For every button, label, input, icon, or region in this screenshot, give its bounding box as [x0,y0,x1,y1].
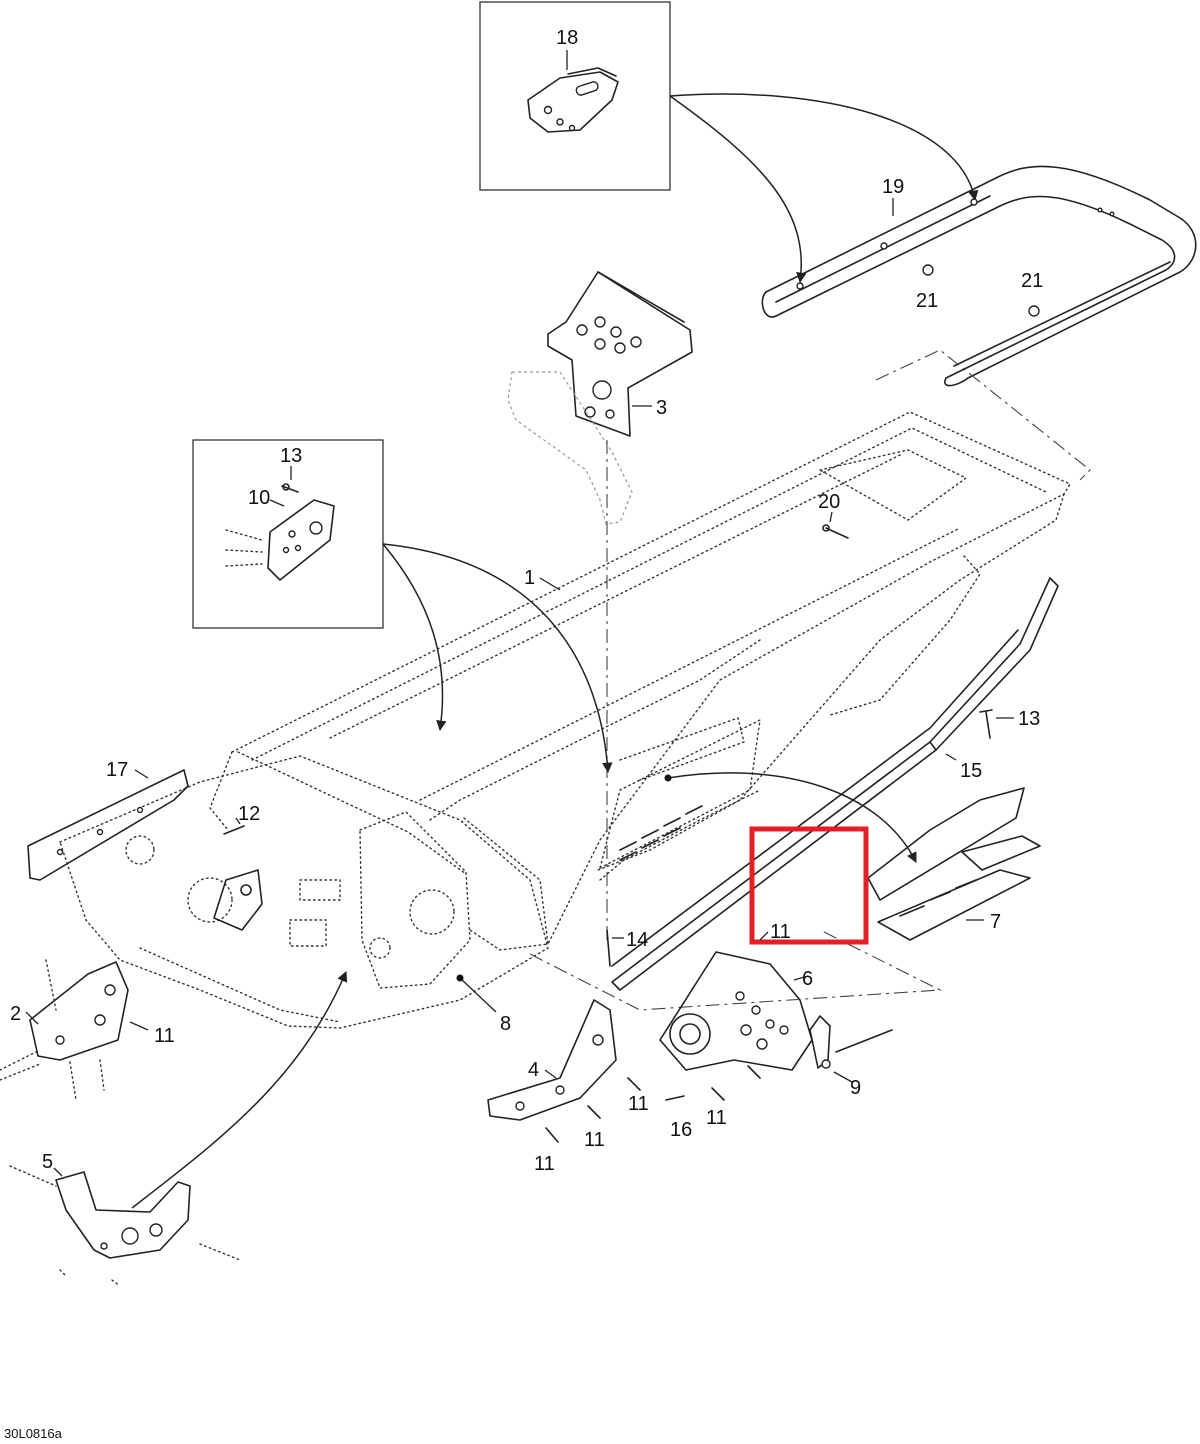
callout-12: 12 [238,803,260,825]
part-8-dot [456,974,464,982]
highlight-box [749,826,869,945]
slide-rail-15 [611,577,1059,991]
rivets-11-lower [545,1065,761,1143]
callout-15: 15 [960,760,982,782]
arrow-10-left [382,543,447,732]
callout-11-right: 11 [706,1107,727,1129]
callout-13-right: 13 [1018,708,1040,730]
alignment-frame-lower [529,929,943,1011]
callout-13-inset: 13 [280,445,302,467]
callout-14: 14 [626,929,648,951]
rivet-12 [223,825,245,835]
bracket-4 [487,999,617,1121]
rivet-clusters [619,805,703,861]
rivet-13-right [979,709,993,739]
figure-code: 30L0816a [4,1426,63,1441]
callout-21-right: 21 [1021,270,1043,292]
bracket-18-drawing [527,67,619,133]
callout-17: 17 [106,759,128,781]
callout-7: 7 [990,911,1001,933]
callout-5: 5 [42,1151,53,1173]
callout-16: 16 [670,1119,692,1141]
tunnel-1 [209,411,1072,945]
rivet-14 [606,929,611,967]
drive-gear [213,869,263,931]
callout-11-bottom-mid: 11 [584,1129,605,1151]
callout-8: 8 [500,1013,511,1035]
arrow-15-to-7 [667,772,917,863]
bracket-17 [27,769,189,881]
callout-1: 1 [524,567,535,589]
inset-box-bracket-18 [479,1,671,191]
callout-10: 10 [248,487,270,509]
bolt-20 [822,524,849,539]
bracket-3 [547,271,693,437]
callout-9: 9 [850,1077,861,1099]
inset-box-plate-10 [192,439,384,629]
bracket-5 [9,1165,241,1287]
slider-plate-7 [867,787,1041,941]
callout-11-bottom: 11 [534,1153,555,1175]
callout-3: 3 [656,397,667,419]
side-plate-6 [659,951,813,1071]
callout-4: 4 [528,1059,539,1081]
arrow-18-to-left [669,95,807,284]
chassis-frame [59,717,761,1029]
callout-6: 6 [802,968,813,990]
callout-11-center: 11 [628,1093,649,1115]
callout-18: 18 [556,27,578,49]
callout-20: 20 [818,491,840,513]
callout-11-highlight: 11 [770,921,791,943]
callout-21-left: 21 [916,290,938,312]
part-9-bracket [809,1015,893,1069]
washer-21-right [1028,305,1040,317]
callout-19: 19 [882,176,904,198]
ghost-rail-outline [507,371,633,525]
washer-21-left [922,264,934,276]
rear-bumper-19 [761,165,1197,387]
bracket-2 [0,959,129,1101]
plate-10-drawing [225,483,335,581]
alignment-frame-upper [875,349,1091,481]
rail-pivot-dot [664,774,672,782]
callout-2: 2 [10,1003,21,1025]
arrow-5-to-frame [131,971,348,1209]
callout-11-left: 11 [154,1025,175,1047]
arrow-18-to-right [669,93,979,202]
arrow-10-right [382,543,613,774]
